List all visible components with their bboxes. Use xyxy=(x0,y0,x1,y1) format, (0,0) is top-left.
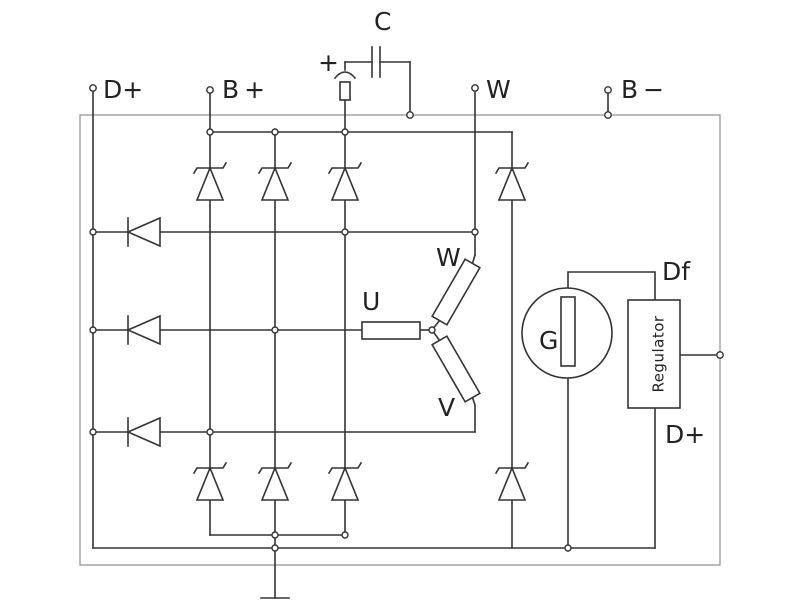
terminal-capacitor-housing xyxy=(406,111,414,119)
label-field-terminal: Df xyxy=(662,257,691,286)
diode-zener-bar xyxy=(192,161,228,175)
exciter-diode-u xyxy=(126,314,161,346)
terminal-b-minus-housing xyxy=(604,111,612,119)
negative-diode-2 xyxy=(257,461,293,501)
diode-triangle xyxy=(497,465,527,501)
label-b-plus-terminal: B+ xyxy=(222,75,270,104)
field-winding xyxy=(560,296,576,367)
terminal-b-plus xyxy=(206,86,214,94)
diode-zener-bar xyxy=(494,161,530,175)
junction xyxy=(341,128,349,136)
regulator-box xyxy=(627,299,681,409)
diode-triangle xyxy=(497,165,527,201)
diode-triangle xyxy=(126,416,161,448)
positive-diode-2 xyxy=(257,161,293,201)
negative-diode-1 xyxy=(192,461,228,501)
diode-triangle xyxy=(126,314,161,346)
terminal-w xyxy=(471,84,479,92)
label-winding-v: V xyxy=(438,393,455,422)
negative-diode-4 xyxy=(494,461,530,501)
suppressor-arc xyxy=(333,71,357,80)
label-regulator-terminal: D+ xyxy=(665,420,705,449)
diode-zener-bar xyxy=(327,461,363,475)
diode-triangle xyxy=(260,165,290,201)
wiring xyxy=(92,61,718,599)
label-capacitor-polarity: + xyxy=(318,48,339,77)
alternator-housing-frame xyxy=(79,114,721,566)
negative-diode-3 xyxy=(327,461,363,501)
junction xyxy=(271,128,279,136)
diode-zener-bar xyxy=(327,161,363,175)
wire-field-to-regulator xyxy=(567,271,656,301)
diode-triangle xyxy=(260,465,290,501)
winding-w-body xyxy=(431,258,481,326)
junction xyxy=(206,428,214,436)
terminal-b-minus xyxy=(604,86,612,94)
label-w-terminal: W xyxy=(486,75,511,104)
exciter-diode-w xyxy=(126,216,161,248)
diode-triangle xyxy=(126,216,161,248)
wire-v-lead xyxy=(471,396,476,433)
label-b-minus-terminal: B− xyxy=(621,75,669,104)
diode-zener-bar xyxy=(192,461,228,475)
junction xyxy=(271,531,279,539)
capacitor xyxy=(371,46,381,78)
junction xyxy=(271,326,279,334)
diode-zener-bar xyxy=(257,461,293,475)
regulator-label: Regulator xyxy=(650,315,668,392)
junction xyxy=(471,228,479,236)
star-point xyxy=(428,326,436,334)
label-winding-w: W xyxy=(436,243,461,272)
positive-diode-3 xyxy=(327,161,363,201)
junction xyxy=(206,128,214,136)
positive-diode-1 xyxy=(192,161,228,201)
terminal-regulator-d-plus xyxy=(716,351,724,359)
label-generator: G xyxy=(539,326,558,355)
wire-w-to-winding xyxy=(471,254,476,265)
junction xyxy=(89,428,97,436)
regulator: Regulator xyxy=(627,299,681,409)
junction xyxy=(341,228,349,236)
junctions xyxy=(89,128,572,552)
junction xyxy=(271,544,279,552)
diode-triangle xyxy=(195,165,225,201)
junction xyxy=(341,531,349,539)
label-capacitor: C xyxy=(374,7,391,36)
positive-diode-4 xyxy=(494,161,530,201)
diode-triangle xyxy=(195,465,225,501)
diode-zener-bar xyxy=(257,161,293,175)
diode-zener-bar xyxy=(494,461,530,475)
winding-w xyxy=(431,258,481,326)
suppressor-body xyxy=(339,81,351,101)
label-d-plus-terminal: D+ xyxy=(103,75,143,104)
winding-v-body xyxy=(431,335,481,403)
diode-triangle xyxy=(330,165,360,201)
winding-u xyxy=(361,321,421,340)
junction xyxy=(89,326,97,334)
junction xyxy=(89,228,97,236)
terminal-d-plus xyxy=(89,84,97,92)
suppressor-element xyxy=(333,71,357,101)
diode-triangle xyxy=(330,465,360,501)
generator xyxy=(521,287,613,379)
winding-v xyxy=(431,335,481,403)
junction xyxy=(564,544,572,552)
label-winding-u: U xyxy=(362,287,380,316)
exciter-diode-v xyxy=(126,416,161,448)
